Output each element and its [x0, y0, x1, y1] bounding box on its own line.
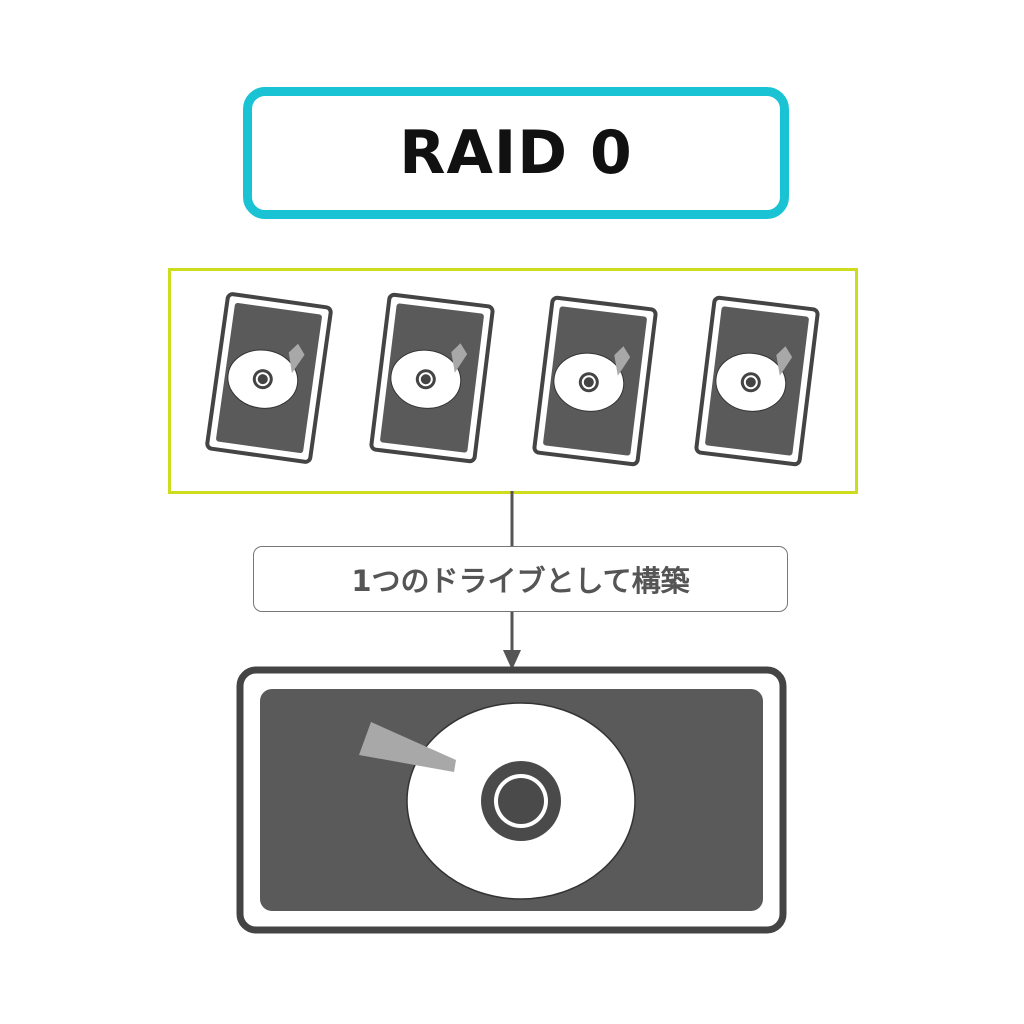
drive-1-hdd-icon — [204, 291, 334, 465]
caption-label: 1つのドライブとして構築 — [351, 564, 690, 598]
arrow-down-icon — [503, 650, 521, 670]
drive-3-hdd-icon — [531, 295, 659, 467]
combined-drive-hdd-icon — [236, 666, 787, 934]
drive-4-hdd-icon — [693, 295, 821, 467]
drive-2-hdd-icon — [368, 292, 496, 464]
title-box: RAID 0 — [243, 87, 789, 219]
diagram-title: RAID 0 — [399, 118, 633, 188]
caption-box: 1つのドライブとして構築 — [253, 546, 788, 612]
